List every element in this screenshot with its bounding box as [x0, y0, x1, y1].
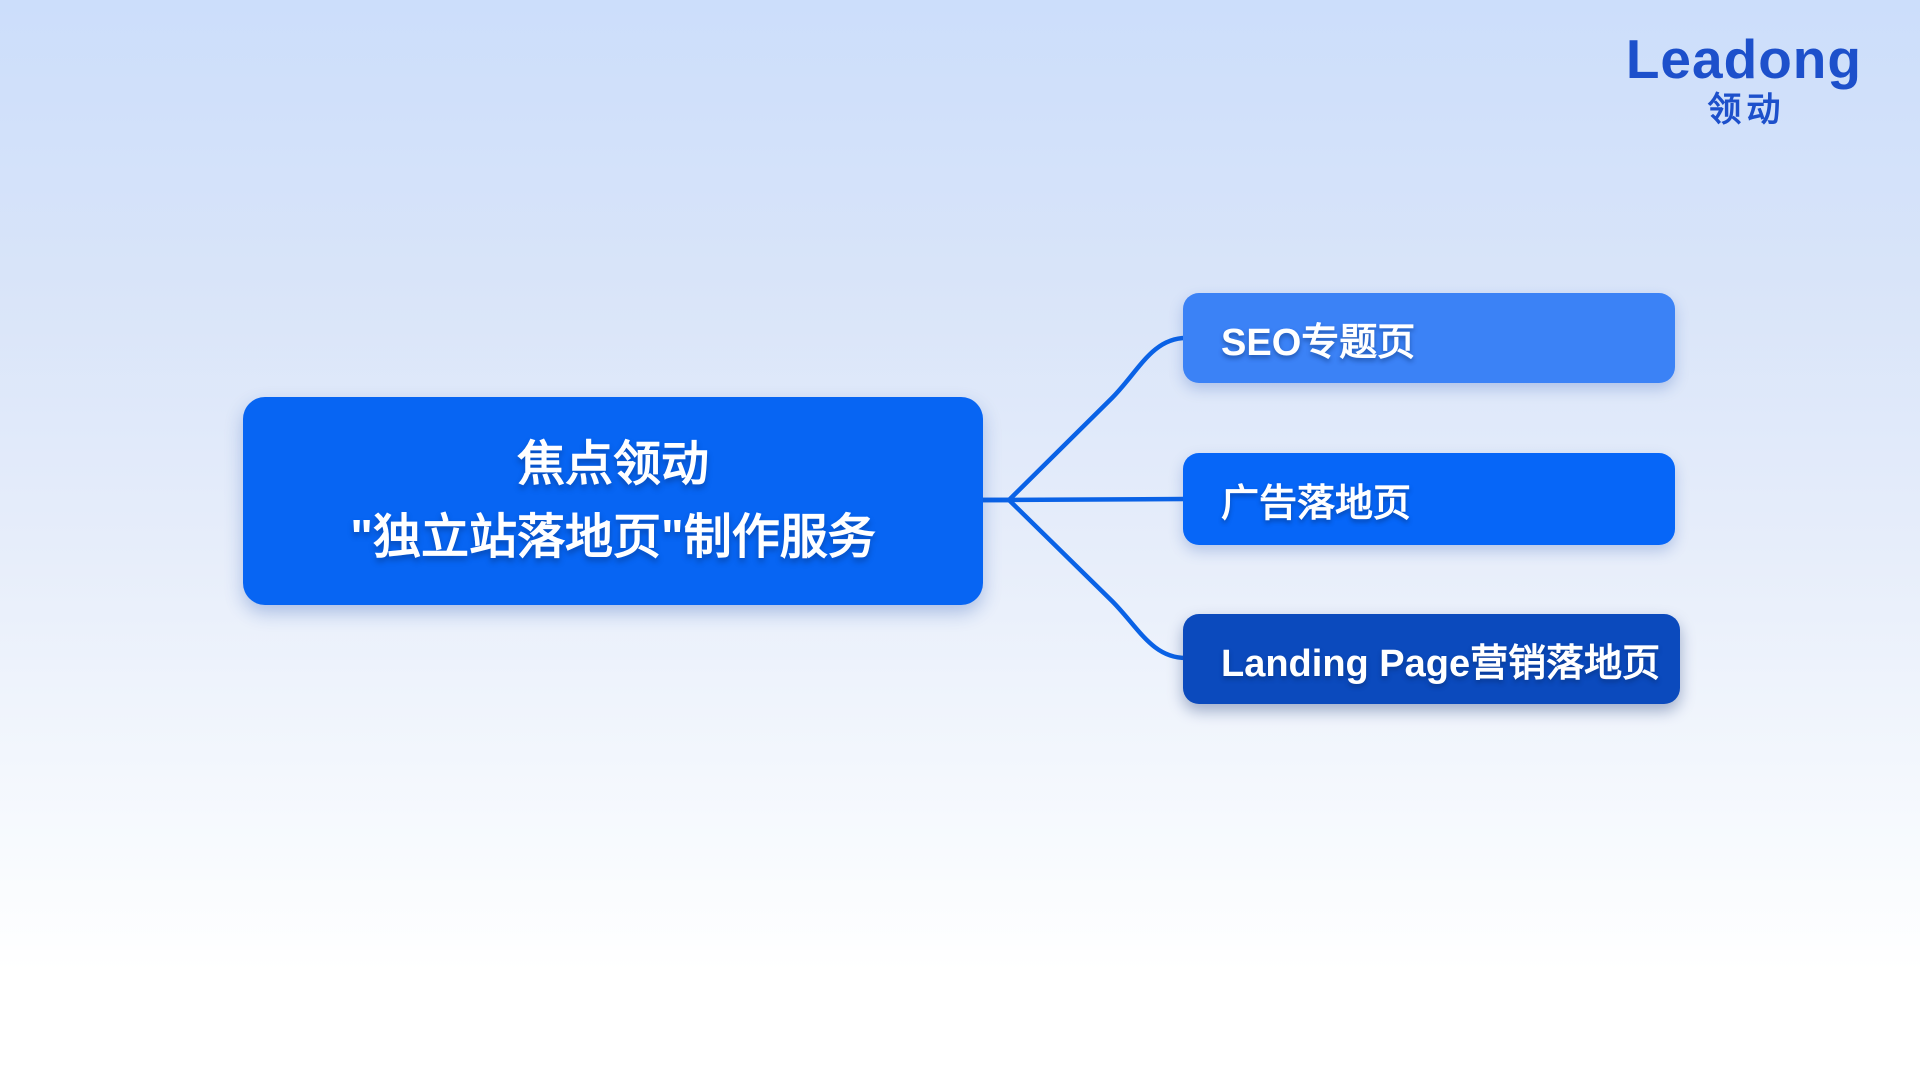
root-node: 焦点领动 "独立站落地页"制作服务 — [243, 397, 983, 605]
root-node-title-line1: 焦点领动 — [516, 438, 709, 491]
child-node-landing-page-marketing: Landing Page营销落地页 — [1183, 614, 1680, 704]
child-node-ad-landing: 广告落地页 — [1183, 453, 1675, 545]
child-node-seo-landing: SEO专题页 — [1183, 293, 1675, 383]
leadong-wordmark: Leadong — [1625, 28, 1862, 90]
connector-bottom-branch — [980, 497, 1189, 661]
child-node-label: Landing Page营销落地页 — [1221, 642, 1661, 685]
root-node-title-line2: "独立站落地页"制作服务 — [350, 511, 876, 564]
leadong-logo: Leadong 领动 — [1626, 30, 1862, 130]
child-node-label: SEO专题页 — [1221, 321, 1416, 364]
connector-middle-branch — [980, 496, 1189, 503]
connector-top-branch — [980, 335, 1189, 503]
child-node-label: 广告落地页 — [1221, 482, 1412, 525]
leadong-chinese-name: 领动 — [1707, 91, 1786, 129]
